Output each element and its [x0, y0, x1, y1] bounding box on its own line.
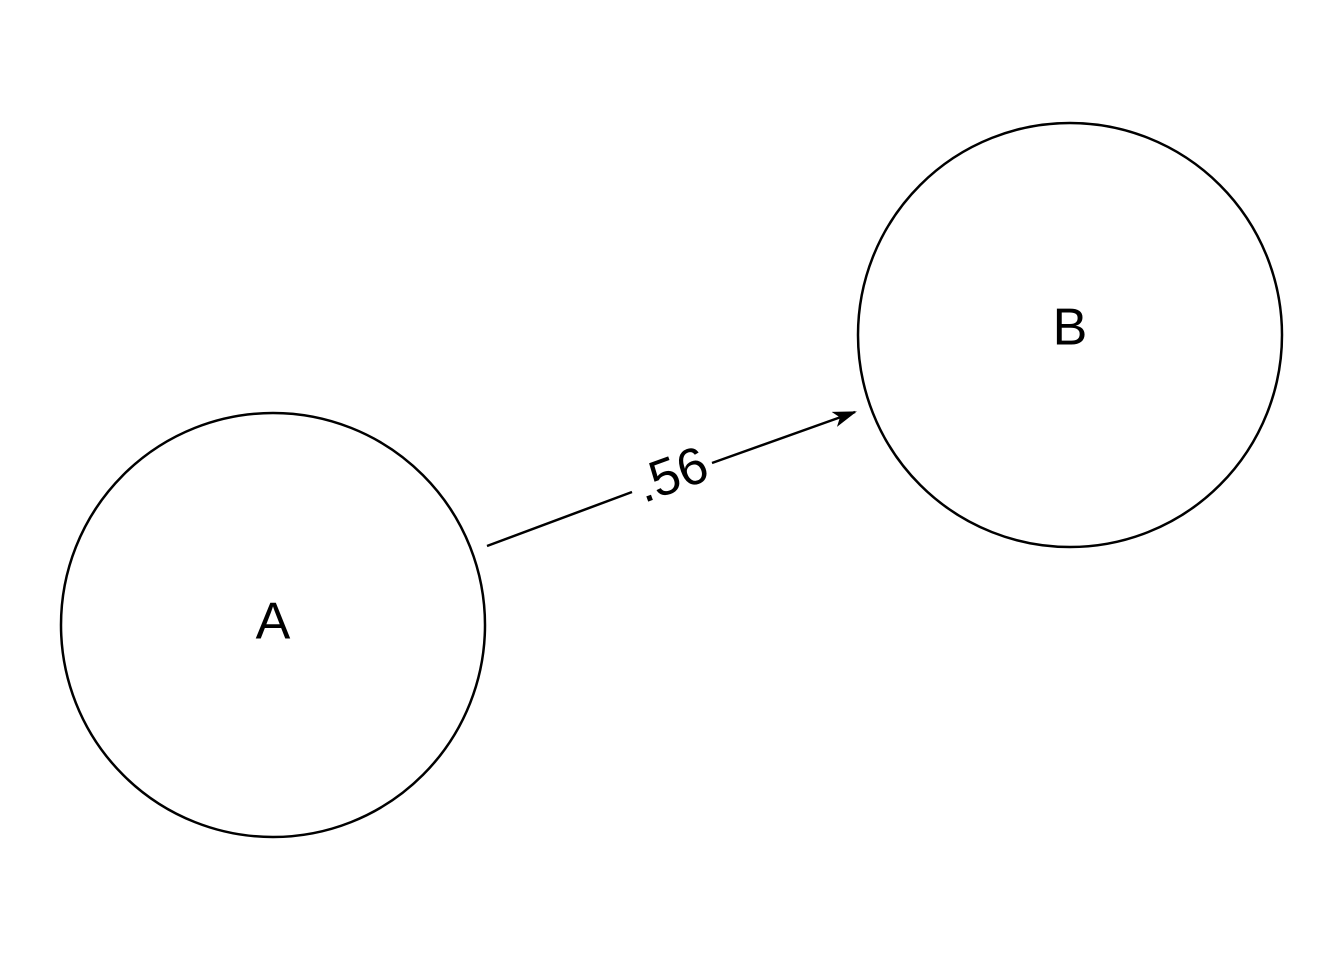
node-b: B: [856, 121, 1284, 549]
node-a: A: [59, 411, 487, 839]
edge-coefficient-label: .56: [628, 435, 716, 514]
node-a-label: A: [256, 593, 291, 651]
edge-arrow-line-segment-2: [711, 410, 857, 465]
node-b-label: B: [1053, 299, 1088, 357]
edge-a-to-b: .56: [486, 410, 857, 548]
node-a-circle: [59, 411, 487, 839]
edge-arrow-line-segment-1: [486, 490, 633, 548]
node-b-circle: [856, 121, 1284, 549]
